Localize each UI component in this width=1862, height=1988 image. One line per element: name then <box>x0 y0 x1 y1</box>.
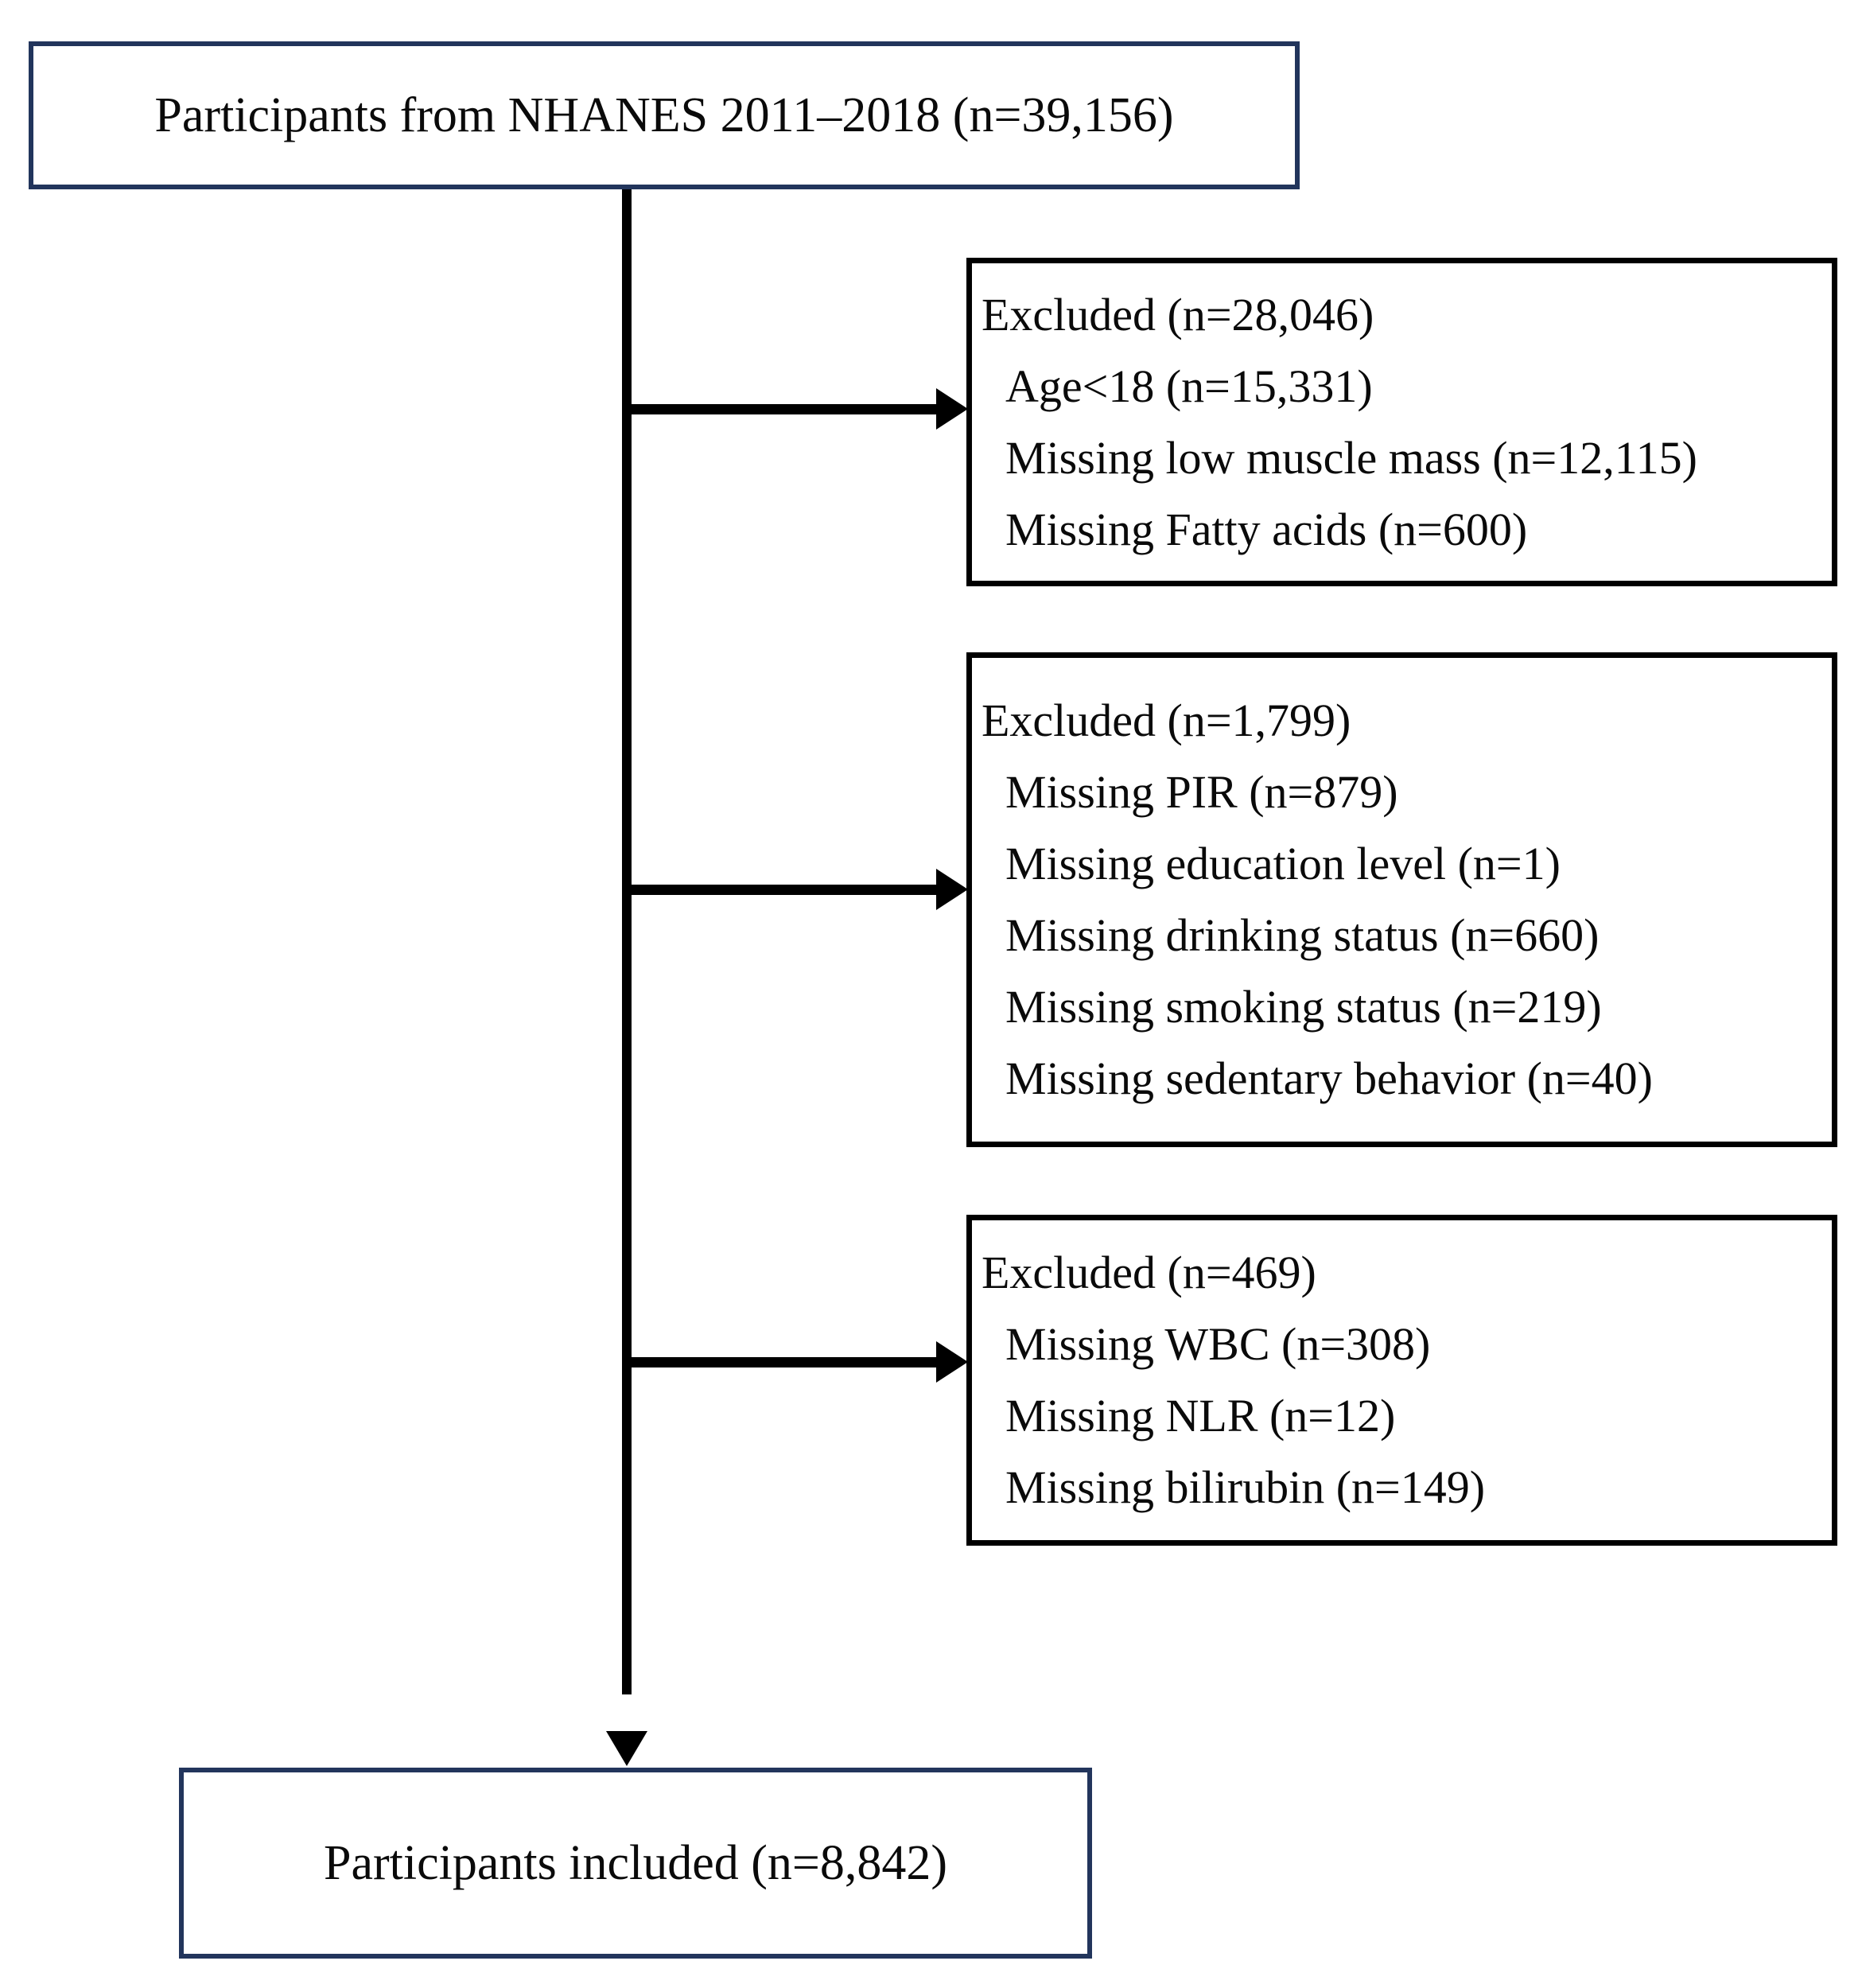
source-population-box: Participants from NHANES 2011–2018 (n=39… <box>29 41 1300 189</box>
exclusion-reason: Missing education level (n=1) <box>1005 838 1561 889</box>
exclusion-reason: Missing drinking status (n=660) <box>1005 909 1600 961</box>
exclusion-reason: Missing low muscle mass (n=12,115) <box>1005 431 1697 484</box>
exclusion-reason: Missing WBC (n=308) <box>1005 1318 1431 1370</box>
exclusion-reason: Missing smoking status (n=219) <box>1005 981 1602 1033</box>
included-population-label: Participants included (n=8,842) <box>324 1835 947 1890</box>
exclusion-reason: Missing sedentary behavior (n=40) <box>1005 1052 1653 1104</box>
included-population-box: Participants included (n=8,842) <box>179 1768 1092 1959</box>
exclusion-reason: Missing NLR (n=12) <box>1005 1390 1396 1441</box>
source-population-label: Participants from NHANES 2011–2018 (n=39… <box>154 88 1174 142</box>
exclusion-reason: Missing Fatty acids (n=600) <box>1005 503 1528 555</box>
exclusion-header: Excluded (n=1,799) <box>982 694 1351 746</box>
exclusion-connector-2 <box>627 885 939 895</box>
exclusion-list-2: Excluded (n=1,799) Missing PIR (n=879) M… <box>982 685 1824 1115</box>
exclusion-connector-1 <box>627 404 939 414</box>
arrow-right-icon-3 <box>936 1341 968 1383</box>
arrow-right-icon-1 <box>936 388 968 430</box>
exclusion-box-1: Excluded (n=28,046) Age<18 (n=15,331) Mi… <box>966 258 1837 586</box>
exclusion-box-3: Excluded (n=469) Missing WBC (n=308) Mis… <box>966 1215 1837 1546</box>
arrow-down-icon <box>606 1731 647 1766</box>
exclusion-connector-3 <box>627 1357 939 1367</box>
exclusion-reason: Missing bilirubin (n=149) <box>1005 1461 1486 1513</box>
exclusion-reason: Age<18 (n=15,331) <box>1005 360 1373 412</box>
main-flow-line <box>622 189 632 1694</box>
exclusion-list-3: Excluded (n=469) Missing WBC (n=308) Mis… <box>982 1237 1824 1523</box>
exclusion-reason: Missing PIR (n=879) <box>1005 766 1398 818</box>
exclusion-box-2: Excluded (n=1,799) Missing PIR (n=879) M… <box>966 652 1837 1147</box>
exclusion-header: Excluded (n=469) <box>982 1247 1316 1298</box>
exclusion-list-1: Excluded (n=28,046) Age<18 (n=15,331) Mi… <box>982 279 1824 566</box>
exclusion-header: Excluded (n=28,046) <box>982 288 1374 340</box>
arrow-right-icon-2 <box>936 869 968 910</box>
